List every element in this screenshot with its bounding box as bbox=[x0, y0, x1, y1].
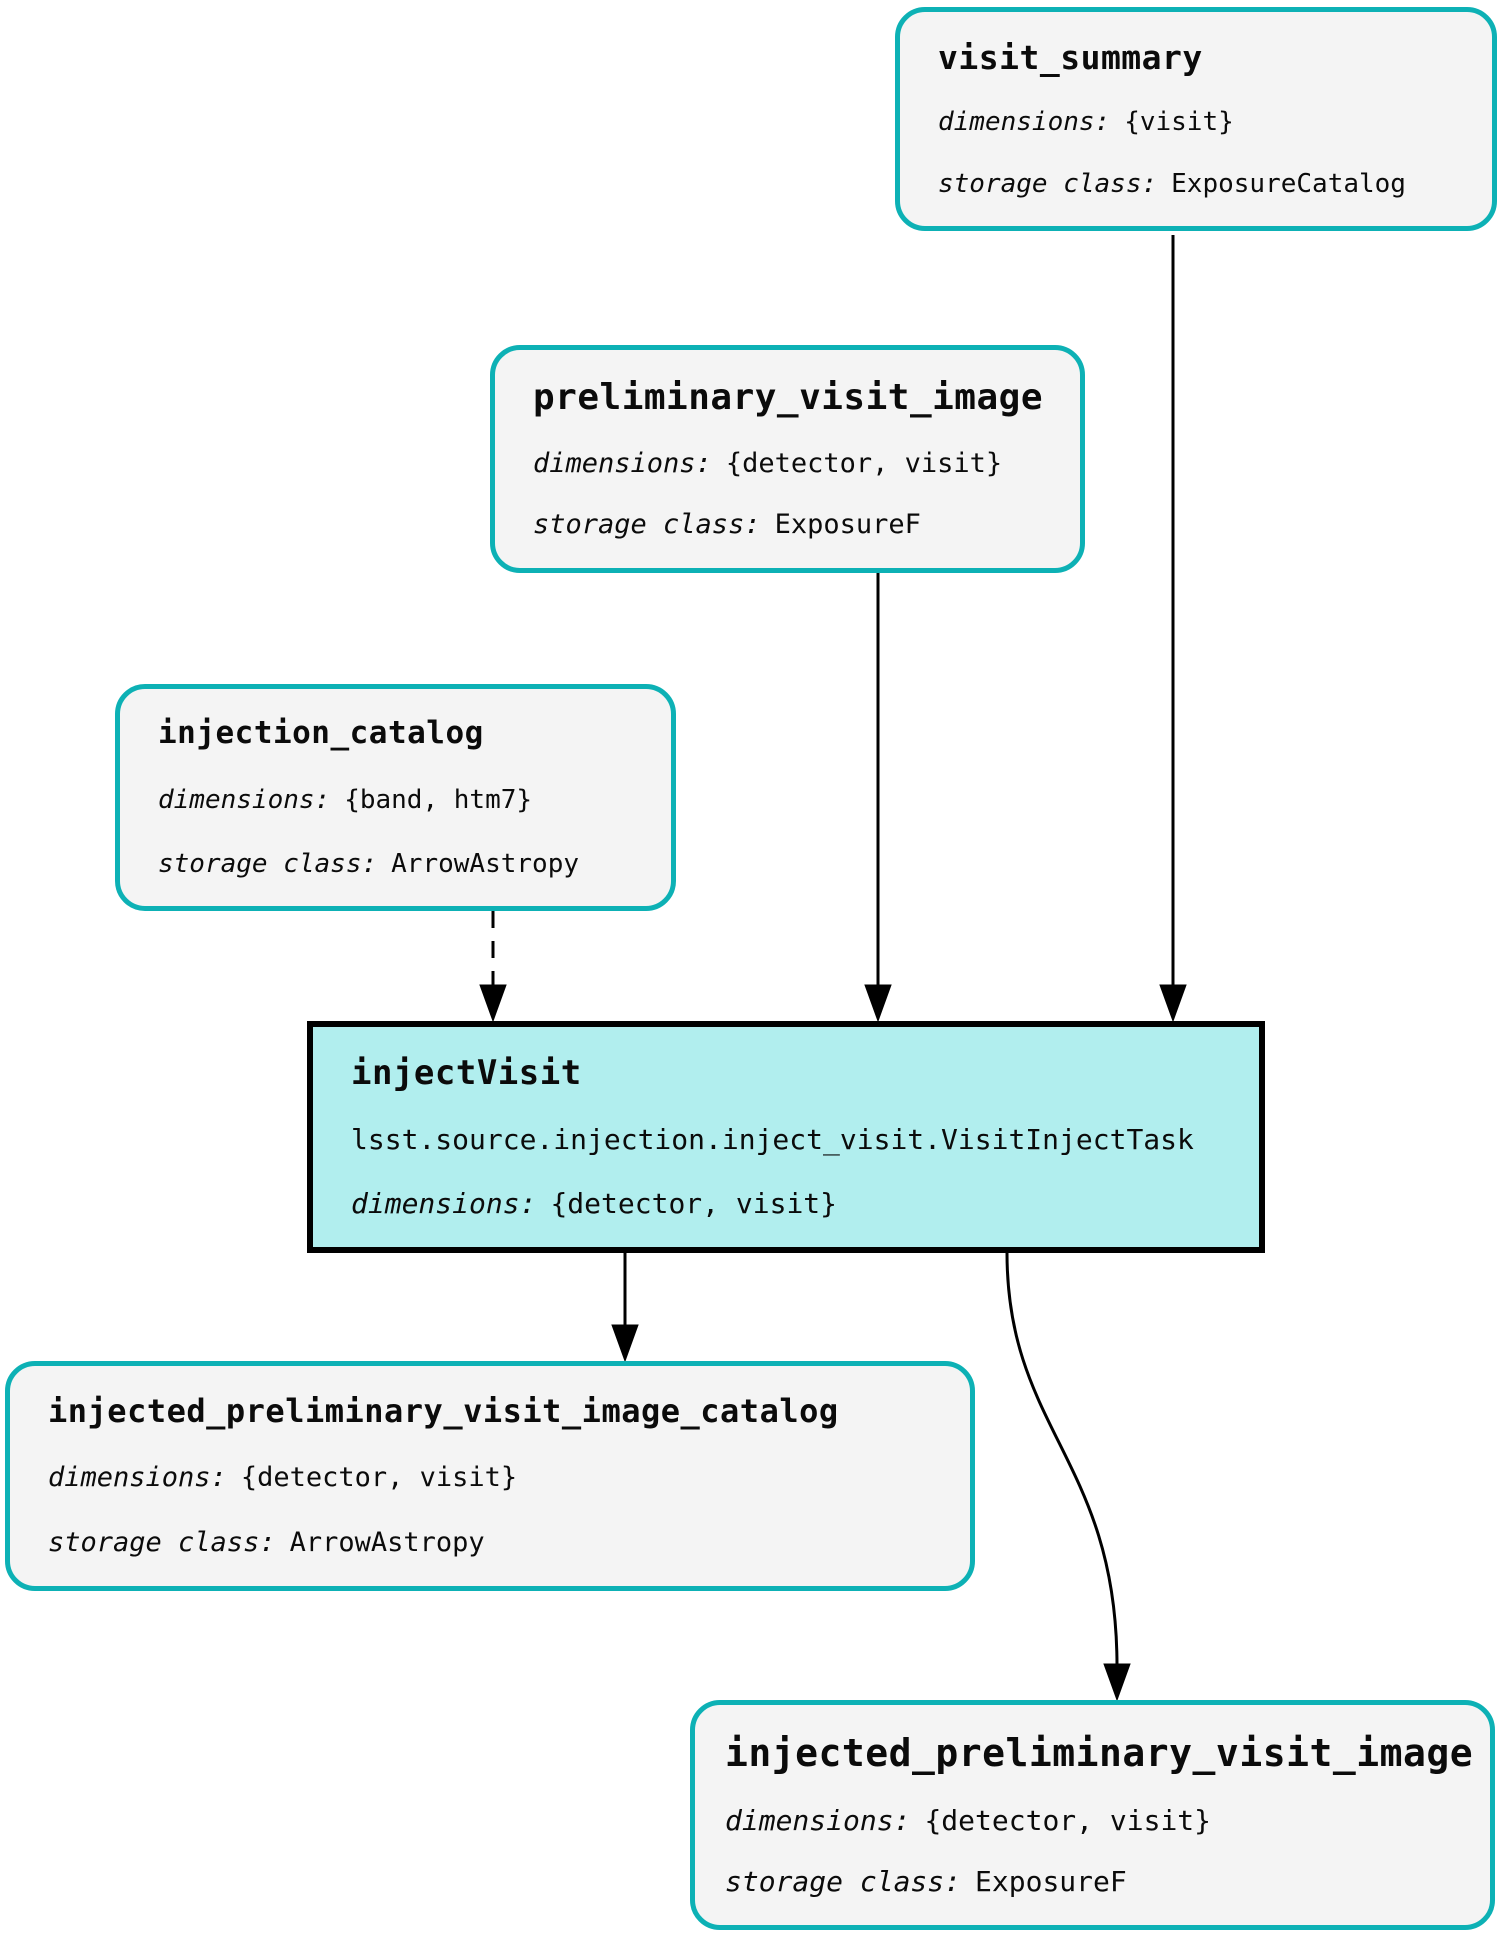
node-storage-class: storage class:ExposureCatalog bbox=[938, 168, 1406, 199]
edge-injection-catalog-to-injectvisit bbox=[479, 911, 507, 1023]
node-visit-summary: visit_summary dimensions:{visit} storage… bbox=[895, 7, 1497, 231]
node-title: visit_summary bbox=[938, 38, 1203, 77]
node-injection-catalog: injection_catalog dimensions:{band, htm7… bbox=[115, 684, 676, 911]
node-dimensions: dimensions:{band, htm7} bbox=[158, 784, 533, 815]
node-storage-class: storage class:ArrowAstropy bbox=[48, 1527, 485, 1559]
arrowhead bbox=[479, 984, 507, 1023]
edge-injectvisit-to-injected-preliminary-visit-image-catalog bbox=[611, 1253, 639, 1363]
arrowhead bbox=[1159, 984, 1187, 1023]
arrowhead bbox=[1103, 1663, 1131, 1702]
node-preliminary-visit-image: preliminary_visit_image dimensions:{dete… bbox=[490, 345, 1085, 573]
node-title: injection_catalog bbox=[158, 715, 484, 751]
edge-injectvisit-to-injected-preliminary-visit-image bbox=[1005, 1252, 1131, 1702]
node-injectvisit-task: injectVisit lsst.source.injection.inject… bbox=[307, 1021, 1265, 1253]
task-class: lsst.source.injection.inject_visit.Visit… bbox=[351, 1123, 1194, 1157]
node-injected-preliminary-visit-image: injected_preliminary_visit_image dimensi… bbox=[690, 1700, 1495, 1930]
node-title: injected_preliminary_visit_image_catalog bbox=[48, 1392, 839, 1430]
node-dimensions: dimensions:{visit} bbox=[938, 107, 1234, 138]
arrowhead bbox=[864, 984, 892, 1023]
edge-visit-summary-to-injectvisit bbox=[1159, 235, 1187, 1023]
node-title: injectVisit bbox=[351, 1053, 582, 1093]
edge-preliminary-visit-image-to-injectvisit bbox=[864, 573, 892, 1023]
arrowhead bbox=[611, 1324, 639, 1363]
node-dimensions: dimensions:{detector, visit} bbox=[725, 1803, 1212, 1837]
node-title: preliminary_visit_image bbox=[533, 377, 1043, 418]
node-storage-class: storage class:ExposureF bbox=[533, 509, 921, 541]
node-title: injected_preliminary_visit_image bbox=[725, 1731, 1474, 1775]
node-dimensions: dimensions:{detector, visit} bbox=[48, 1462, 518, 1494]
node-injected-preliminary-visit-image-catalog: injected_preliminary_visit_image_catalog… bbox=[5, 1361, 975, 1591]
node-storage-class: storage class:ArrowAstropy bbox=[158, 848, 579, 879]
node-dimensions: dimensions:{detector, visit} bbox=[533, 447, 1003, 479]
node-storage-class: storage class:ExposureF bbox=[725, 1865, 1127, 1898]
node-dimensions: dimensions:{detector, visit} bbox=[351, 1186, 838, 1220]
